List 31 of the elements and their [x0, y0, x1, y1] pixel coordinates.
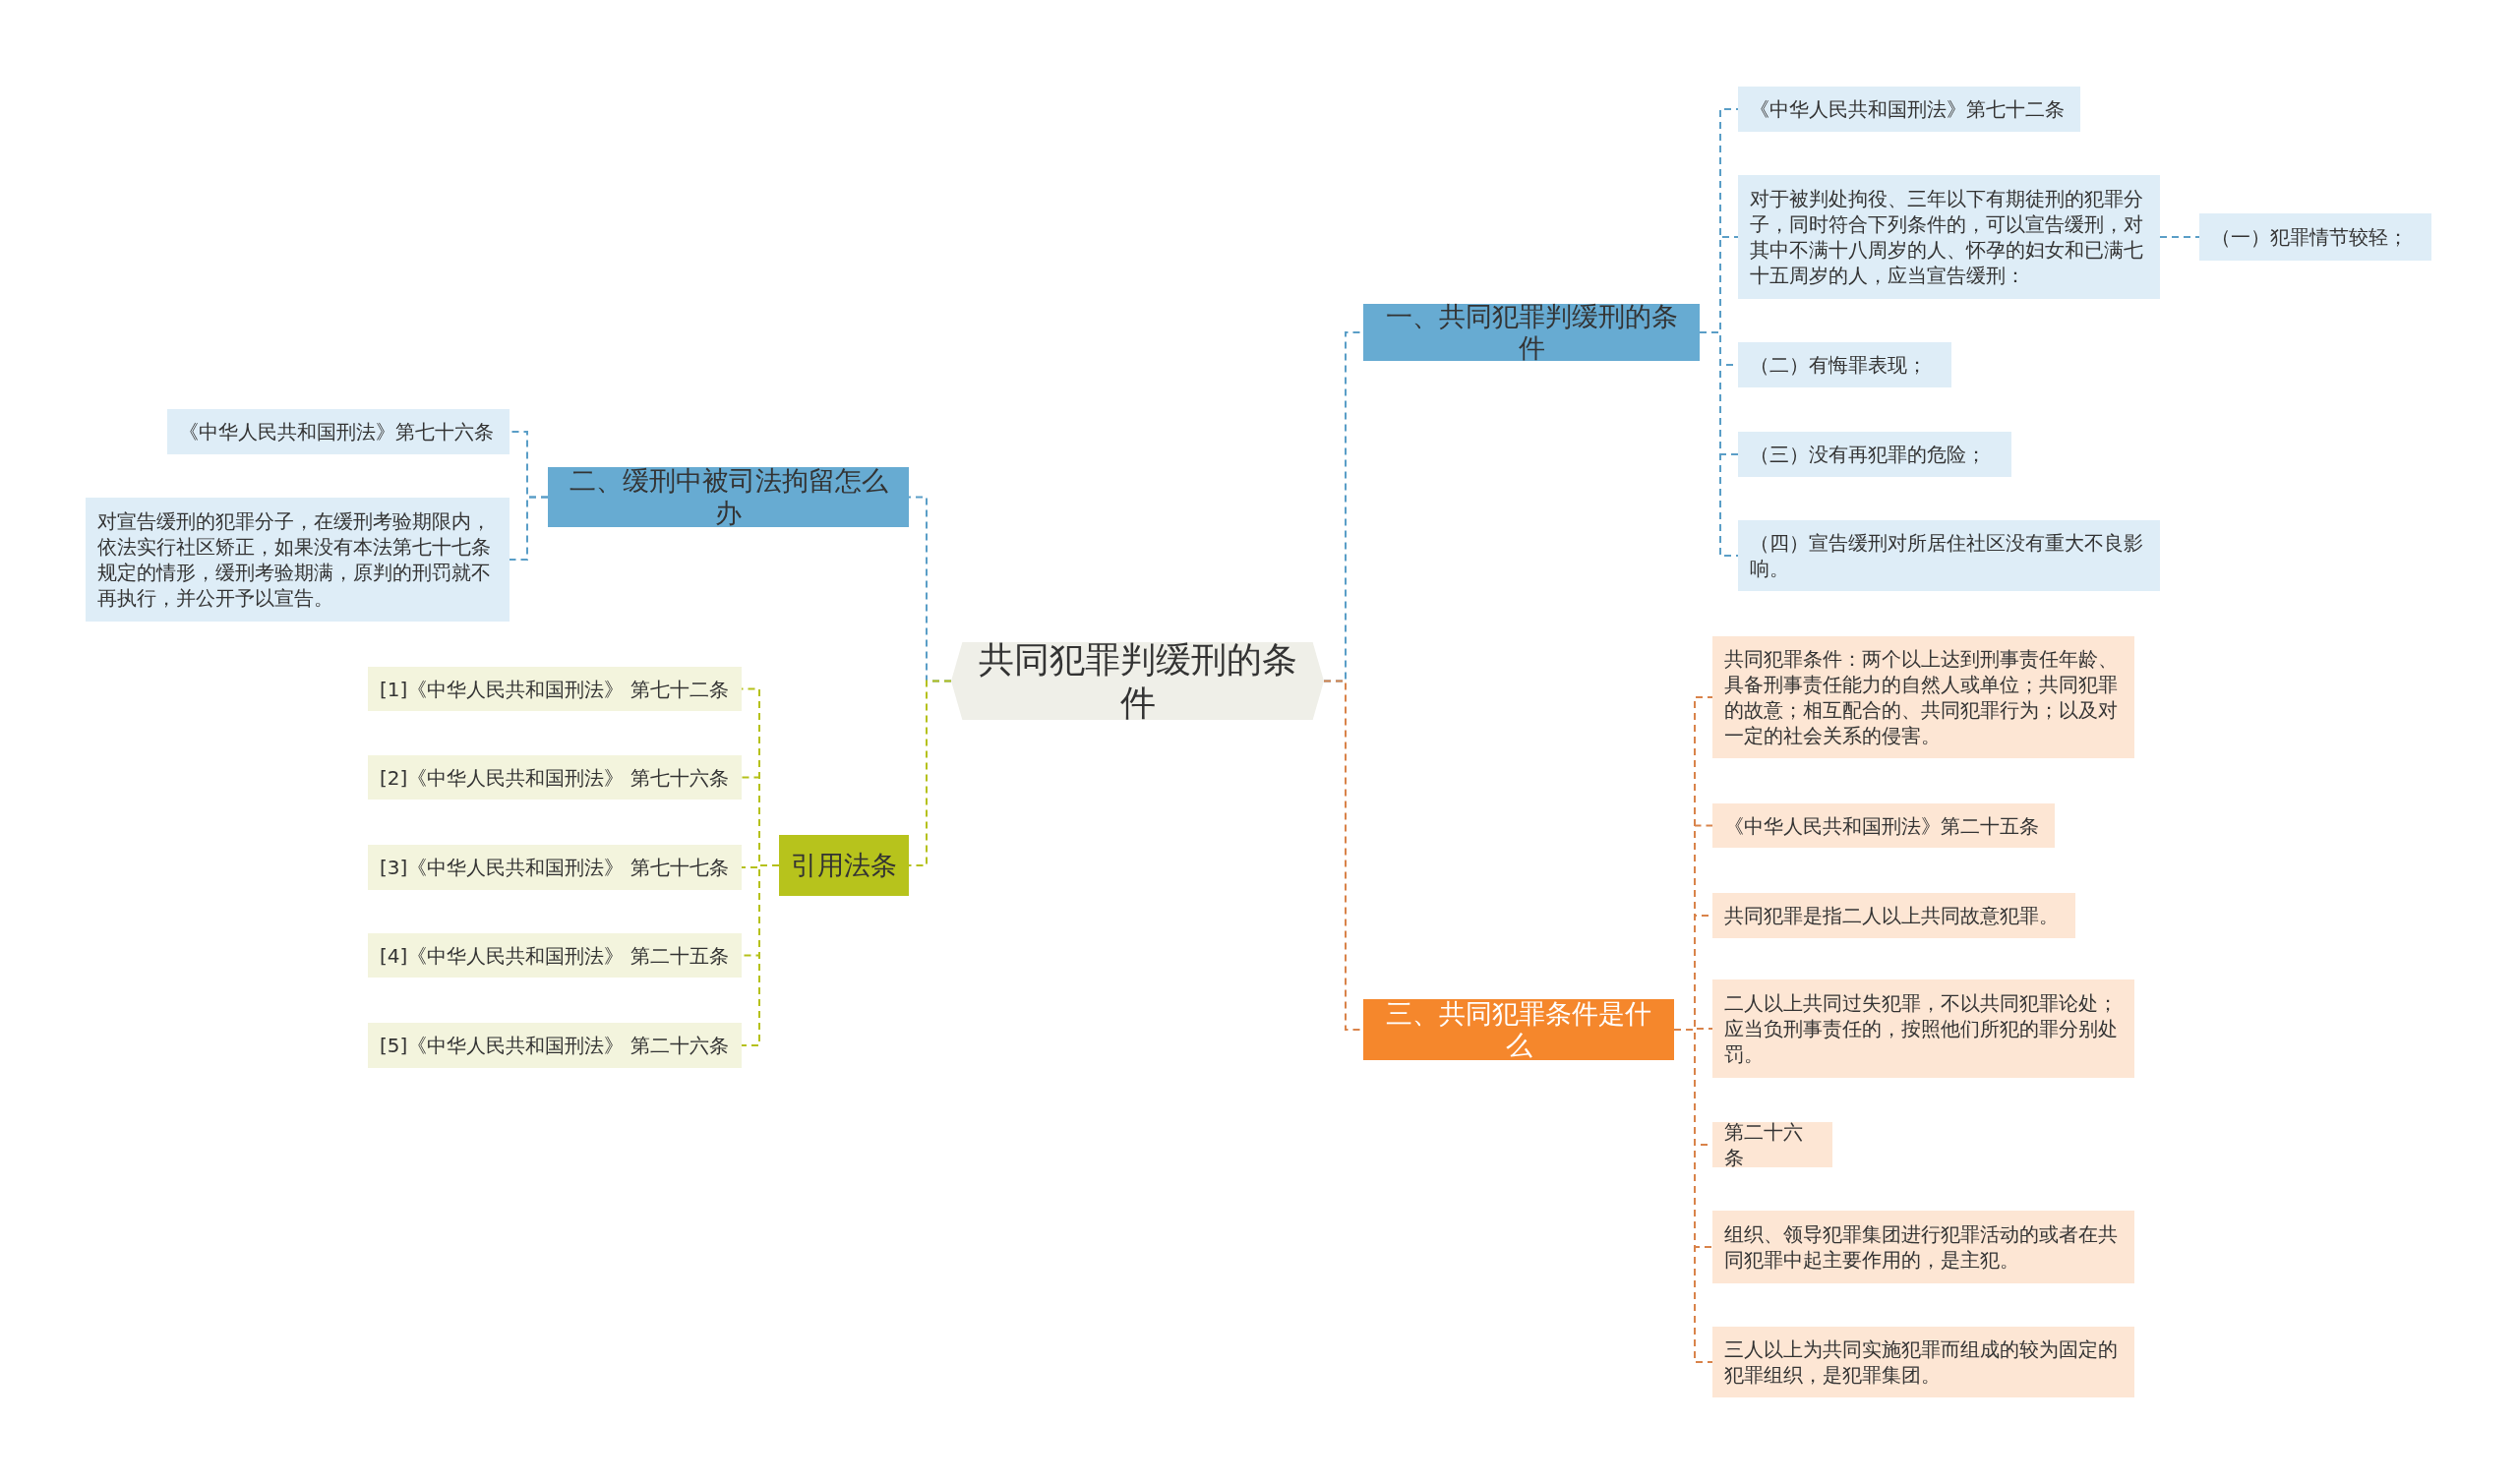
leaf-box: 《中华人民共和国刑法》第七十六条 [167, 409, 510, 454]
leaf-box: 共同犯罪条件：两个以上达到刑事责任年龄、具备刑事责任能力的自然人或单位；共同犯罪的故意；相互配合的、共同犯罪行为；以及对一定的社会关系的侵害。 [1712, 636, 2134, 758]
leaf-box: 组织、领导犯罪集团进行犯罪活动的或者在共同犯罪中起主要作用的，是主犯。 [1712, 1211, 2134, 1283]
leaf-box: 三人以上为共同实施犯罪而组成的较为固定的犯罪组织，是犯罪集团。 [1712, 1327, 2134, 1397]
connector [741, 864, 780, 1046]
leaf-box: （三）没有再犯罪的危险； [1738, 432, 2011, 477]
leaf-box: [3]《中华人民共和国刑法》 第七十七条 [368, 845, 742, 890]
leaf-box: 《中华人民共和国刑法》第二十五条 [1712, 803, 2055, 848]
leaf-box: 对于被判处拘役、三年以下有期徒刑的犯罪分子，同时符合下列条件的，可以宣告缓刑，对其中不满十八周岁的人、怀孕的妇女和已满七十五周岁的人，应当宣告缓刑： [1738, 175, 2160, 299]
leaf-box: [5]《中华人民共和国刑法》 第二十六条 [368, 1023, 742, 1068]
branch-box: 引用法条 [779, 835, 909, 896]
leaf-box: 《中华人民共和国刑法》第七十二条 [1738, 87, 2080, 132]
leaf-box: 对宣告缓刑的犯罪分子，在缓刑考验期限内，依法实行社区矫正，如果没有本法第七十七条规定的情形，缓刑考验期满，原判的刑罚就不再执行，并公开予以宣告。 [86, 498, 510, 622]
leaf-box: 二人以上共同过失犯罪，不以共同犯罪论处；应当负刑事责任的，按照他们所犯的罪分别处罚。 [1712, 979, 2134, 1078]
connector [509, 496, 549, 561]
branch-box: 三、共同犯罪条件是什么 [1363, 999, 1674, 1060]
connector [908, 680, 952, 866]
leaf-box: 第二十六条 [1712, 1122, 1832, 1167]
leaf-box: [2]《中华人民共和国刑法》 第七十六条 [368, 755, 742, 800]
connector [1673, 1029, 1713, 1363]
leaf-box: 共同犯罪是指二人以上共同故意犯罪。 [1712, 893, 2075, 938]
branch-box: 二、缓刑中被司法拘留怎么办 [548, 467, 909, 527]
connector [1699, 331, 1739, 557]
leaf-box: （四）宣告缓刑对所居住社区没有重大不良影响。 [1738, 520, 2160, 591]
leaf-box: [4]《中华人民共和国刑法》 第二十五条 [368, 933, 742, 978]
leaf-box: [1]《中华人民共和国刑法》 第七十二条 [368, 667, 742, 711]
leaf-box: （一）犯罪情节较轻； [2199, 213, 2431, 261]
branch-box: 一、共同犯罪判缓刑的条件 [1363, 304, 1700, 361]
central-topic: 共同犯罪判缓刑的条件 [951, 642, 1324, 720]
leaf-box: （二）有悔罪表现； [1738, 342, 1951, 387]
connector [2159, 236, 2200, 238]
